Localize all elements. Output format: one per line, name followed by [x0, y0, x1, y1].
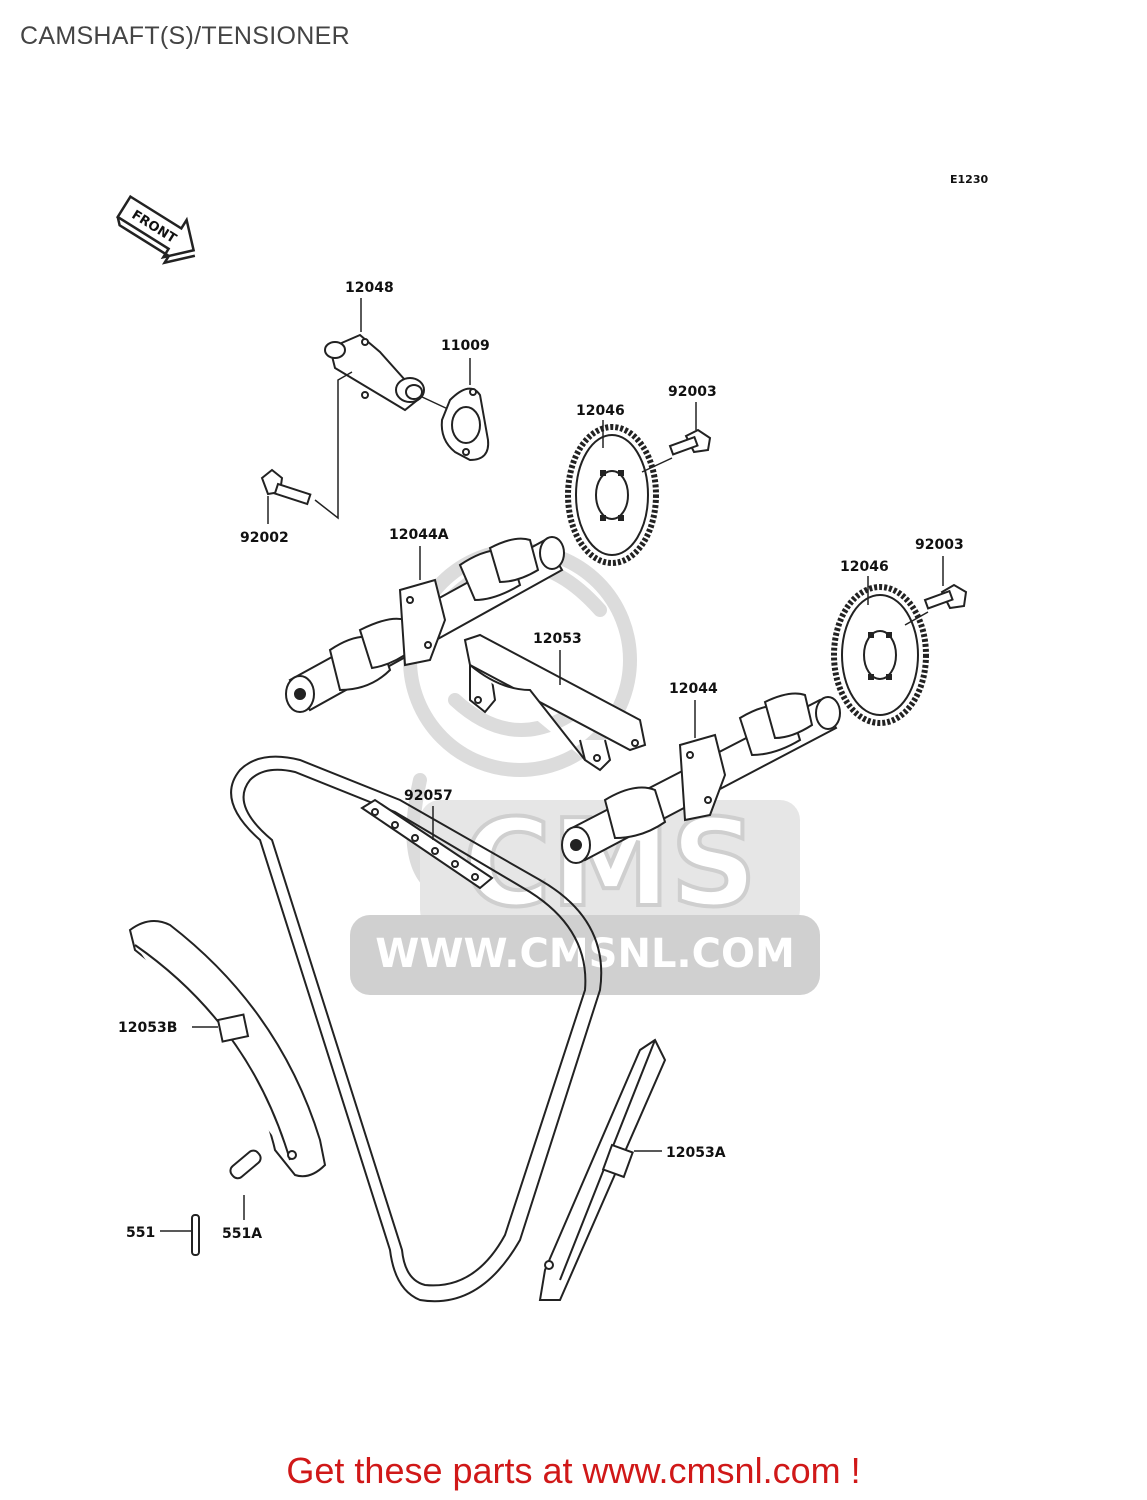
- part-label: 12053B: [118, 1020, 177, 1036]
- pin-551: [191, 1214, 200, 1256]
- part-label: 92002: [240, 530, 289, 546]
- chain-guide-12053: [463, 633, 647, 772]
- part-label: 551A: [222, 1226, 262, 1242]
- camshaft-12044: [561, 692, 841, 864]
- bolt-92002: [260, 468, 312, 506]
- camshaft-12044a: [285, 536, 565, 713]
- front-arrow-icon: FRONT: [115, 194, 196, 265]
- chain-link-92057: [360, 798, 494, 890]
- part-label: 12048: [345, 280, 394, 296]
- cam-sprocket-lower: [831, 584, 929, 726]
- chain-guide-12053b: [128, 920, 327, 1178]
- cam-chain: [230, 755, 603, 1303]
- part-label: 12044A: [389, 527, 449, 543]
- part-label: 12046: [840, 559, 889, 575]
- bolt-92003-lower: [923, 583, 968, 610]
- part-label: 92003: [915, 537, 964, 553]
- part-label: 92003: [668, 384, 717, 400]
- diagram-code: E1230: [950, 173, 988, 186]
- bolt-92003-upper: [668, 428, 712, 456]
- part-label: 11009: [441, 338, 490, 354]
- pin-551a: [229, 1149, 262, 1180]
- cam-chain-tensioner: [324, 333, 425, 412]
- part-label: 12053A: [666, 1145, 726, 1161]
- cam-sprocket-upper: [565, 424, 659, 566]
- part-label: 12046: [576, 403, 625, 419]
- part-label: 12053: [533, 631, 582, 647]
- footer-link[interactable]: Get these parts at www.cmsnl.com !: [286, 1450, 861, 1491]
- part-label: 92057: [404, 788, 453, 804]
- chain-guide-12053a: [538, 1038, 667, 1301]
- part-label: 12044: [669, 681, 718, 697]
- page-title: CAMSHAFT(S)/TENSIONER: [20, 22, 350, 50]
- tensioner-gasket: [440, 387, 490, 462]
- part-label: 551: [126, 1225, 155, 1241]
